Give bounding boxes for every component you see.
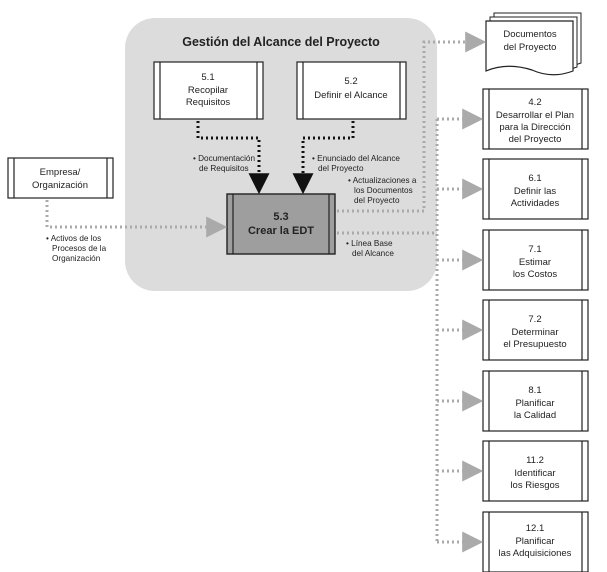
svg-text:7.1: 7.1 xyxy=(528,244,541,255)
svg-text:5.1: 5.1 xyxy=(201,72,214,83)
process-5-1[interactable]: 5.1 Recopilar Requisitos xyxy=(153,61,264,120)
svg-text:del Proyecto: del Proyecto xyxy=(354,196,400,205)
svg-text:el Presupuesto: el Presupuesto xyxy=(503,339,566,350)
arrow-activos xyxy=(45,200,228,238)
svg-text:Planificar: Planificar xyxy=(515,398,554,409)
svg-text:Requisitos: Requisitos xyxy=(186,97,231,108)
target-7-2[interactable]: 7.2 Determinar el Presupuesto xyxy=(482,299,589,361)
svg-text:Organización: Organización xyxy=(52,254,101,263)
svg-text:los Documentos: los Documentos xyxy=(354,186,413,195)
svg-text:del Proyecto: del Proyecto xyxy=(509,134,562,145)
svg-text:8.1: 8.1 xyxy=(528,385,541,396)
svg-text:Crear la EDT: Crear la EDT xyxy=(248,225,314,237)
svg-text:del Proyecto: del Proyecto xyxy=(318,164,364,173)
arrow-enunciado xyxy=(292,121,355,195)
target-12-1[interactable]: 12.1 Planificar las Adquisiciones xyxy=(482,511,589,572)
svg-text:11.2: 11.2 xyxy=(526,455,544,466)
target-6-1[interactable]: 6.1 Definir las Actividades xyxy=(482,158,589,220)
enterprise-organization-box[interactable]: Empresa/ Organización xyxy=(7,157,114,199)
target-7-1[interactable]: 7.1 Estimar los Costos xyxy=(482,229,589,291)
svg-text:Identificar: Identificar xyxy=(514,468,555,479)
arrow-actualizaciones xyxy=(337,31,487,213)
svg-text:5.2: 5.2 xyxy=(344,76,357,87)
svg-text:Recopilar: Recopilar xyxy=(188,85,228,96)
svg-text:7.2: 7.2 xyxy=(528,314,541,325)
svg-text:los Costos: los Costos xyxy=(513,269,558,280)
svg-text:6.1: 6.1 xyxy=(528,173,541,184)
svg-text:los Riesgos: los Riesgos xyxy=(510,480,559,491)
svg-text:Estimar: Estimar xyxy=(519,257,551,268)
project-documents[interactable]: Documentos del Proyecto xyxy=(485,12,582,76)
label-activos-procesos: • Activos de los Procesos de la Organiza… xyxy=(46,234,107,263)
target-11-2[interactable]: 11.2 Identificar los Riesgos xyxy=(482,440,589,502)
svg-text:Planificar: Planificar xyxy=(515,536,554,547)
svg-text:Organización: Organización xyxy=(32,180,88,191)
group-title: Gestión del Alcance del Proyecto xyxy=(182,35,380,49)
svg-text:Actividades: Actividades xyxy=(511,198,560,209)
svg-text:del Proyecto: del Proyecto xyxy=(504,42,557,53)
svg-text:Desarrollar el Plan: Desarrollar el Plan xyxy=(496,110,574,121)
process-5-3[interactable]: 5.3 Crear la EDT xyxy=(226,193,336,255)
svg-text:del Alcance: del Alcance xyxy=(352,249,394,258)
target-8-1[interactable]: 8.1 Planificar la Calidad xyxy=(482,370,589,432)
label-actualizaciones-documentos: • Actualizaciones a los Documentos del P… xyxy=(348,176,417,205)
svg-text:• Actualizaciones a: • Actualizaciones a xyxy=(348,176,417,185)
svg-text:12.1: 12.1 xyxy=(526,523,545,534)
svg-text:la Calidad: la Calidad xyxy=(514,410,556,421)
label-enunciado-alcance: • Enunciado del Alcance del Proyecto xyxy=(312,154,400,173)
svg-text:• Enunciado del Alcance: • Enunciado del Alcance xyxy=(312,154,400,163)
label-linea-base-alcance: • Línea Base del Alcance xyxy=(346,239,394,258)
svg-text:Documentos: Documentos xyxy=(503,29,557,40)
svg-text:• Activos de los: • Activos de los xyxy=(46,234,101,243)
svg-text:Definir el Alcance: Definir el Alcance xyxy=(314,90,387,101)
svg-text:Definir las: Definir las xyxy=(514,186,556,197)
svg-text:5.3: 5.3 xyxy=(273,211,288,223)
svg-text:Procesos de la: Procesos de la xyxy=(52,244,107,253)
label-documentacion-requisitos: • Documentación de Requisitos xyxy=(193,154,255,173)
svg-text:4.2: 4.2 xyxy=(528,97,541,108)
svg-text:Determinar: Determinar xyxy=(512,327,559,338)
process-5-2[interactable]: 5.2 Definir el Alcance xyxy=(296,61,407,120)
svg-text:las Adquisiciones: las Adquisiciones xyxy=(499,548,572,559)
svg-text:para la Dirección: para la Dirección xyxy=(499,122,570,133)
svg-text:de Requisitos: de Requisitos xyxy=(199,164,249,173)
svg-text:• Línea Base: • Línea Base xyxy=(346,239,393,248)
svg-text:• Documentación: • Documentación xyxy=(193,154,255,163)
svg-text:Empresa/: Empresa/ xyxy=(40,167,81,178)
target-4-2[interactable]: 4.2 Desarrollar el Plan para la Direcció… xyxy=(482,88,589,150)
